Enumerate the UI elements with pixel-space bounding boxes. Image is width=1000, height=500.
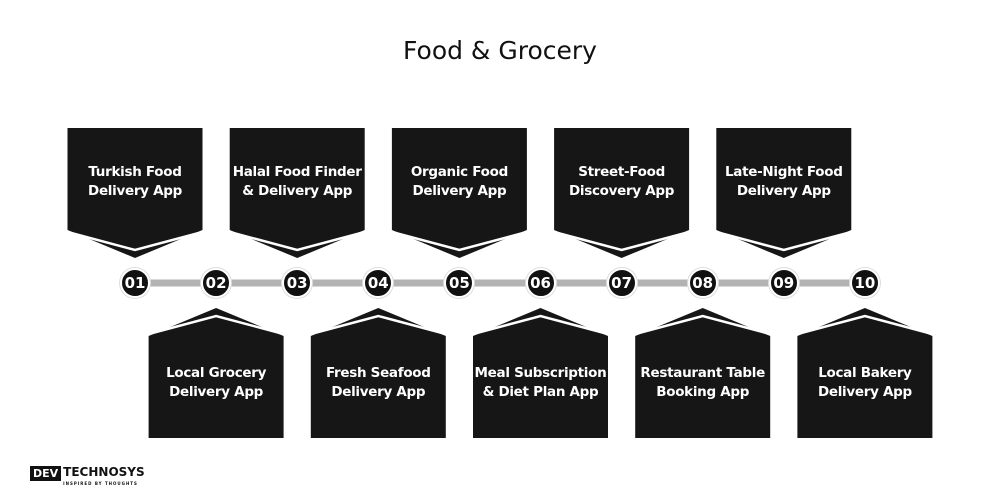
card-chevron bbox=[67, 230, 203, 252]
card-label: Late-Night Food Delivery App bbox=[724, 164, 843, 199]
card-label: Fresh Seafood Delivery App bbox=[325, 365, 431, 400]
company-logo: DEV TECHNOSYS INSPIRED BY THOUGHTS bbox=[30, 466, 145, 490]
card-shape bbox=[391, 128, 527, 258]
page-title: Food & Grocery bbox=[403, 36, 597, 65]
card-shape bbox=[716, 128, 852, 258]
card-label: Halal Food Finder & Delivery App bbox=[232, 164, 362, 199]
card-label: Street-Food Discovery App bbox=[569, 164, 675, 199]
step-number: 04 bbox=[363, 268, 394, 298]
card-chevron bbox=[391, 230, 528, 252]
card-shape bbox=[797, 308, 933, 438]
card-shape bbox=[310, 308, 446, 438]
card-label: Local Grocery Delivery App bbox=[166, 365, 267, 400]
step-number: 01 bbox=[120, 268, 150, 298]
card-label: Organic Food Delivery App bbox=[410, 164, 508, 199]
card-shape bbox=[67, 128, 203, 258]
step-number: 02 bbox=[201, 268, 232, 298]
card-label: Local Bakery Delivery App bbox=[817, 365, 912, 400]
step-number: 07 bbox=[606, 268, 637, 298]
card-label: Meal Subscription & Diet Plan App bbox=[474, 365, 607, 400]
logo-brand: TECHNOSYS INSPIRED BY THOUGHTS bbox=[63, 466, 144, 490]
step-number: 10 bbox=[849, 268, 880, 298]
card-shape bbox=[554, 128, 690, 258]
card-shape bbox=[148, 308, 284, 438]
card-label: Restaurant Table Booking App bbox=[640, 365, 765, 400]
card-label: Turkish Food Delivery App bbox=[88, 164, 182, 199]
card-shape bbox=[635, 308, 771, 438]
card-chevron bbox=[229, 230, 366, 252]
step-number: 09 bbox=[768, 268, 799, 298]
step-number: 08 bbox=[687, 268, 718, 298]
card-shape bbox=[229, 128, 365, 258]
logo-brand-text: TECHNOSYS bbox=[63, 465, 145, 479]
card-shape bbox=[473, 308, 608, 438]
step-number: 06 bbox=[525, 268, 556, 298]
step-number: 03 bbox=[282, 268, 313, 298]
logo-tagline: INSPIRED BY THOUGHTS bbox=[63, 481, 138, 486]
card-chevron bbox=[634, 314, 771, 336]
card-chevron bbox=[715, 230, 852, 252]
card-chevron bbox=[472, 314, 609, 336]
card-chevron bbox=[797, 314, 933, 336]
logo-dev: DEV bbox=[30, 466, 62, 481]
step-number: 05 bbox=[444, 268, 475, 298]
card-chevron bbox=[553, 230, 690, 252]
card-chevron bbox=[148, 314, 284, 336]
card-chevron bbox=[310, 314, 447, 336]
